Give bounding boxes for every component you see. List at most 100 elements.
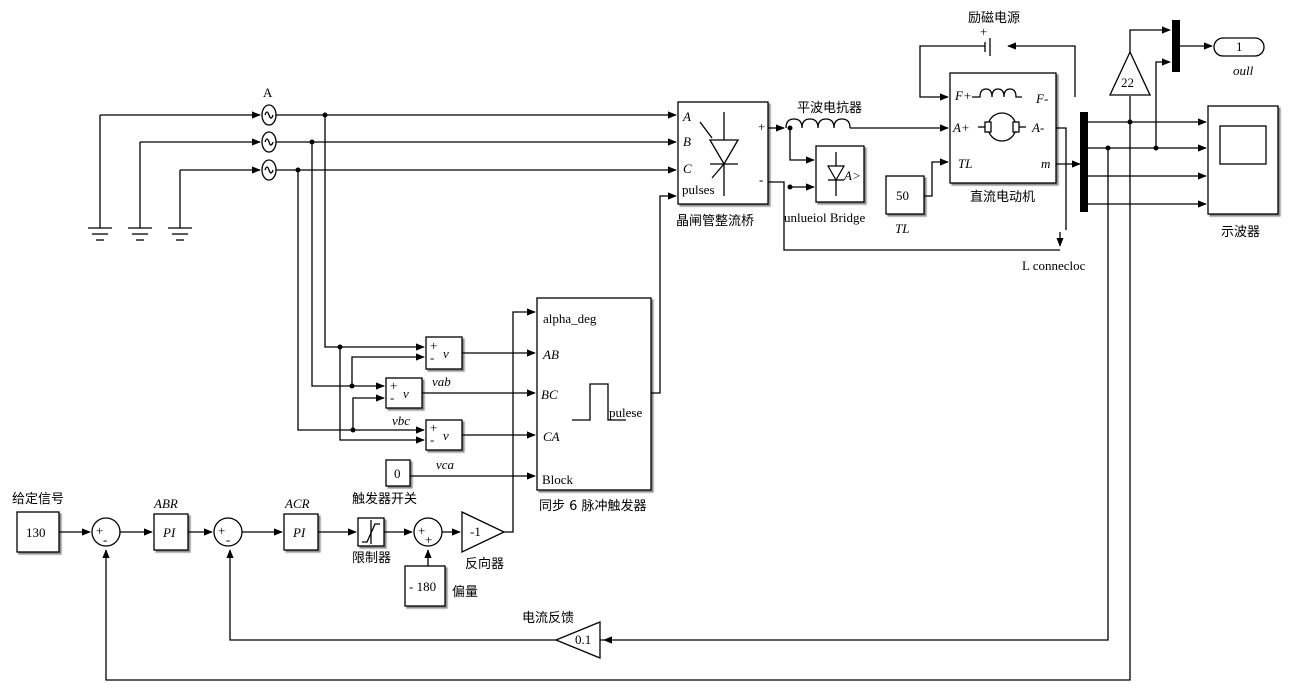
svg-text:A: A xyxy=(843,168,852,183)
svg-text:+: + xyxy=(425,532,432,547)
voltmeter-vbc[interactable]: + - v vbc xyxy=(385,377,423,428)
svg-text:22: 22 xyxy=(1121,75,1134,90)
ac-source-icon xyxy=(261,104,277,181)
svg-text:alpha_deg: alpha_deg xyxy=(543,311,597,326)
dc-motor[interactable]: F+ F- A+ A- TL m 直流电动机 xyxy=(949,72,1057,205)
voltmeter-label: vbc xyxy=(392,413,410,428)
trigger-switch-label: 触发器开关 xyxy=(352,491,417,507)
ground-icon xyxy=(168,170,192,241)
three-phase-source[interactable]: A xyxy=(88,85,277,241)
bus-selector[interactable] xyxy=(1080,112,1088,212)
svg-text:+: + xyxy=(418,523,425,538)
current-feedback-gain[interactable]: 电流反馈 0.1 xyxy=(522,611,601,659)
scope-label: 示波器 xyxy=(1221,225,1260,240)
acr-controller[interactable]: ACR PI xyxy=(283,496,319,551)
svg-text:v: v xyxy=(403,386,409,401)
svg-text:-: - xyxy=(430,350,434,365)
svg-text:v: v xyxy=(443,346,449,361)
l-connection: L connecloc xyxy=(1022,258,1086,273)
svg-text:AB: AB xyxy=(542,347,559,362)
svg-text:oull: oull xyxy=(1233,63,1254,78)
sum-1[interactable]: + - xyxy=(91,517,121,547)
limiter[interactable]: 触发器开关 限制器 xyxy=(352,491,417,566)
bridge-label: 晶闸管整流桥 xyxy=(676,214,754,229)
svg-text:A+: A+ xyxy=(952,120,970,135)
svg-text:ABR: ABR xyxy=(153,496,178,511)
svg-text:+: + xyxy=(218,523,225,538)
block-constant[interactable]: 0 xyxy=(385,459,411,487)
svg-text:+: + xyxy=(430,338,437,353)
field-source[interactable]: 励磁电源 + xyxy=(919,11,1076,101)
svg-text:B: B xyxy=(683,134,691,149)
svg-text:TL: TL xyxy=(958,156,972,171)
svg-text:+: + xyxy=(96,523,103,538)
svg-text:0.1: 0.1 xyxy=(575,632,591,647)
field-source-label: 励磁电源 xyxy=(968,11,1020,26)
pulse-generator[interactable]: alpha_deg AB BC CA Block pulese 同步 6 脉冲触… xyxy=(536,297,652,514)
svg-text:- 180: - 180 xyxy=(409,579,436,594)
svg-text:-1: -1 xyxy=(470,524,481,539)
svg-text:PI: PI xyxy=(162,525,176,540)
svg-text:1: 1 xyxy=(1236,39,1243,54)
svg-text:L connecloc: L connecloc xyxy=(1022,258,1086,273)
sum-2[interactable]: + - xyxy=(213,517,243,547)
gain-22[interactable]: 22 xyxy=(1108,50,1152,96)
abr-controller[interactable]: ABR PI xyxy=(153,496,189,551)
svg-text:-: - xyxy=(430,432,434,447)
inverter-gain[interactable]: -1 反向器 xyxy=(461,510,506,572)
offset-label: 偏量 xyxy=(452,585,478,600)
svg-text:ACR: ACR xyxy=(284,496,310,511)
svg-text:m: m xyxy=(1041,156,1050,171)
voltmeter-label: vab xyxy=(432,374,451,389)
outport[interactable]: 1 oull xyxy=(1213,37,1265,78)
pulse-generator-label: 同步 6 脉冲触发器 xyxy=(539,498,647,514)
voltmeter-vca[interactable]: + - v vca xyxy=(425,419,463,472)
svg-text:PI: PI xyxy=(292,525,306,540)
svg-text:pulses: pulses xyxy=(682,182,715,197)
svg-text:-: - xyxy=(759,172,763,187)
thyristor-bridge[interactable]: A B C pulses + - 晶闸管整流桥 xyxy=(676,101,769,229)
load-torque-constant[interactable]: 50 TL xyxy=(885,175,925,236)
mux-block[interactable] xyxy=(1172,20,1180,72)
reactor-label: 平波电抗器 xyxy=(797,101,862,116)
offset-constant[interactable]: - 180 偏量 xyxy=(404,565,478,607)
svg-text:+: + xyxy=(758,119,765,134)
svg-text:v: v xyxy=(443,428,449,443)
svg-text:+: + xyxy=(980,24,987,39)
diode-bridge[interactable]: A > unlueiol Bridge xyxy=(784,145,865,225)
current-feedback-label: 电流反馈 xyxy=(522,611,574,626)
inverter-label: 反向器 xyxy=(465,556,504,572)
sum-3[interactable]: + + xyxy=(413,517,443,547)
svg-text:+: + xyxy=(390,378,397,393)
ground-icon xyxy=(88,115,112,241)
svg-text:TL: TL xyxy=(895,221,909,236)
motor-icon xyxy=(972,88,1026,142)
scope[interactable]: 示波器 xyxy=(1207,105,1279,240)
pulse-icon xyxy=(572,383,626,421)
smoothing-reactor[interactable]: 平波电抗器 xyxy=(785,101,862,129)
voltmeter-label: vca xyxy=(436,457,455,472)
svg-text:130: 130 xyxy=(26,525,46,540)
svg-text:C: C xyxy=(683,161,692,176)
voltmeter-vab[interactable]: + - v vab xyxy=(425,336,463,389)
thyristor-icon xyxy=(699,112,740,196)
svg-text:pulese: pulese xyxy=(609,405,642,420)
motor-label: 直流电动机 xyxy=(970,190,1035,205)
limiter-label: 限制器 xyxy=(352,551,391,566)
svg-text:>: > xyxy=(853,168,860,183)
source-label: A xyxy=(263,85,273,100)
svg-text:CA: CA xyxy=(543,429,560,444)
svg-text:0: 0 xyxy=(394,466,401,481)
svg-text:+: + xyxy=(430,420,437,435)
svg-text:F-: F- xyxy=(1035,91,1048,106)
setpoint-label: 给定信号 xyxy=(12,492,64,507)
setpoint[interactable]: 给定信号 130 xyxy=(12,492,64,553)
svg-text:Block: Block xyxy=(542,472,574,487)
svg-text:-: - xyxy=(103,532,107,547)
svg-text:F+: F+ xyxy=(954,88,972,103)
svg-text:A-: A- xyxy=(1031,120,1044,135)
ground-icon xyxy=(128,142,152,241)
svg-text:-: - xyxy=(390,390,394,405)
svg-text:50: 50 xyxy=(896,188,909,203)
